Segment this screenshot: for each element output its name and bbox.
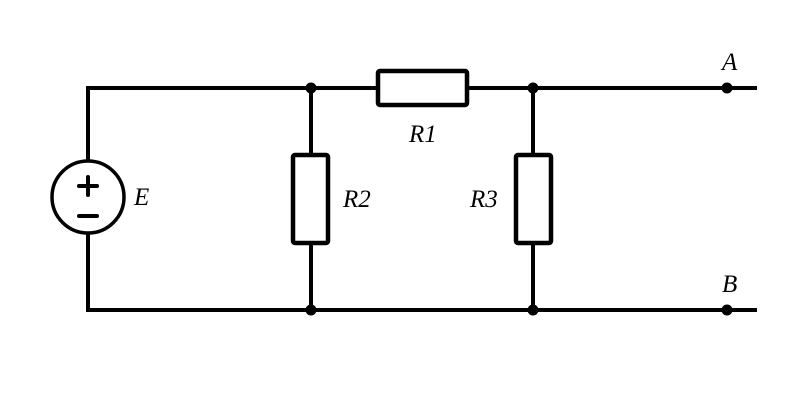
resistor-r2-label: R2	[342, 186, 371, 213]
terminal-a-label: A	[720, 49, 738, 76]
junction-node-r2-top	[305, 82, 317, 94]
terminal-b-label: B	[722, 271, 737, 298]
resistor-r1: R1	[375, 68, 470, 148]
junction-node-r3-bottom	[527, 304, 539, 316]
terminal-a: A	[720, 49, 738, 94]
wire-left-bottom	[86, 231, 757, 312]
resistor-r3-label: R3	[469, 186, 498, 213]
source-label: E	[133, 184, 149, 211]
junction-node-r3-top	[527, 82, 539, 94]
resistor-r3: R3	[469, 152, 554, 246]
wires	[86, 86, 757, 312]
junction-nodes	[305, 82, 539, 316]
resistor-r2-body	[290, 152, 331, 246]
resistor-r1-body	[375, 68, 470, 108]
resistor-r1-label: R1	[408, 121, 437, 148]
junction-node-r2-bottom	[305, 304, 317, 316]
resistor-r2: R2	[290, 152, 371, 246]
voltage-source-e: E	[50, 159, 149, 235]
terminal-b-node	[721, 304, 733, 316]
wire-left-top	[86, 86, 380, 162]
terminal-a-node	[721, 82, 733, 94]
terminal-b: B	[721, 271, 737, 316]
resistor-r3-body	[513, 152, 554, 246]
